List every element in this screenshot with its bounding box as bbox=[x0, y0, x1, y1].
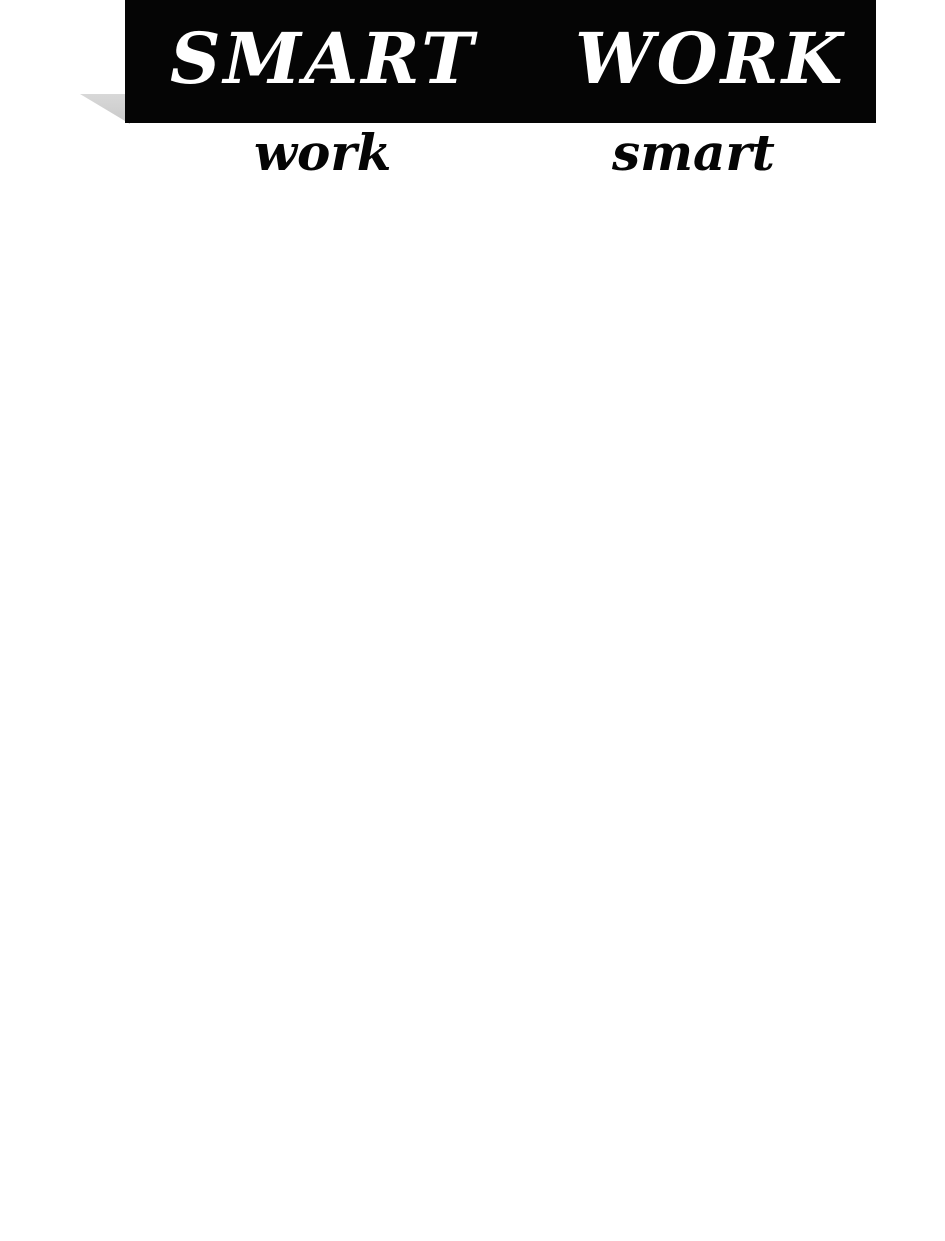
banner-shadow bbox=[80, 94, 130, 124]
subtitle-word-smart: smart bbox=[612, 123, 775, 182]
banner-word-work: WORK bbox=[575, 17, 846, 100]
banner-word-smart: SMART bbox=[170, 17, 477, 100]
subtitle-word-work: work bbox=[254, 123, 392, 182]
banner: SMART WORK bbox=[125, 0, 876, 123]
